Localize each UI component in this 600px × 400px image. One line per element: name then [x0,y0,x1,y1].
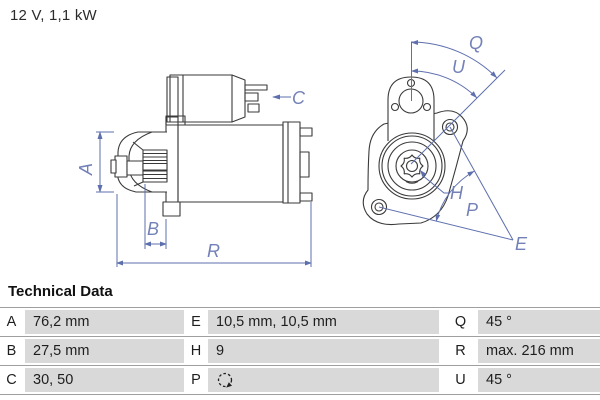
param-value: 30, 50 [25,368,184,392]
clockwise-rotation-icon [217,372,233,388]
table-row: B 27,5 mm H 9 R max. 216 mm [0,336,600,365]
param-key: U [455,372,466,388]
starter-motor-drawing: A B R C Q U H P E [76,33,528,267]
table-row: C 30, 50 P U 45 ° [0,365,600,394]
starter-flange-view [362,76,468,226]
param-key: Q [454,314,467,330]
dimension-labels: A B R C Q U H P E [76,33,528,261]
param-key: E [191,314,201,330]
dim-label-B: B [147,219,159,239]
param-value: max. 216 mm [478,339,600,363]
page-title: 12 V, 1,1 kW [10,7,97,24]
dim-label-A: A [76,163,96,176]
param-key: C [6,372,17,388]
dim-label-E: E [515,234,528,254]
dim-label-U: U [452,57,466,77]
param-value: 9 [208,339,439,363]
param-value: 10,5 mm, 10,5 mm [208,310,439,334]
param-key: P [191,372,201,388]
param-value: 27,5 mm [25,339,184,363]
dim-label-H: H [450,183,464,203]
param-key: B [6,343,17,359]
param-key: A [6,314,17,330]
param-value: 76,2 mm [25,310,184,334]
dimension-arrowheads [97,40,497,266]
dim-label-P: P [466,200,478,220]
starter-side-view [110,74,313,217]
dim-label-Q: Q [469,33,483,53]
param-value: 45 ° [478,368,600,392]
param-key: H [190,343,202,359]
param-value [208,368,439,392]
technical-data-table: A 76,2 mm E 10,5 mm, 10,5 mm Q 45 ° B 27… [0,307,600,395]
param-key: R [455,343,466,359]
dim-label-C: C [292,88,306,108]
technical-data-heading: Technical Data [8,283,113,300]
dim-label-R: R [207,241,220,261]
table-row: A 76,2 mm E 10,5 mm, 10,5 mm Q 45 ° [0,307,600,336]
param-value: 45 ° [478,310,600,334]
